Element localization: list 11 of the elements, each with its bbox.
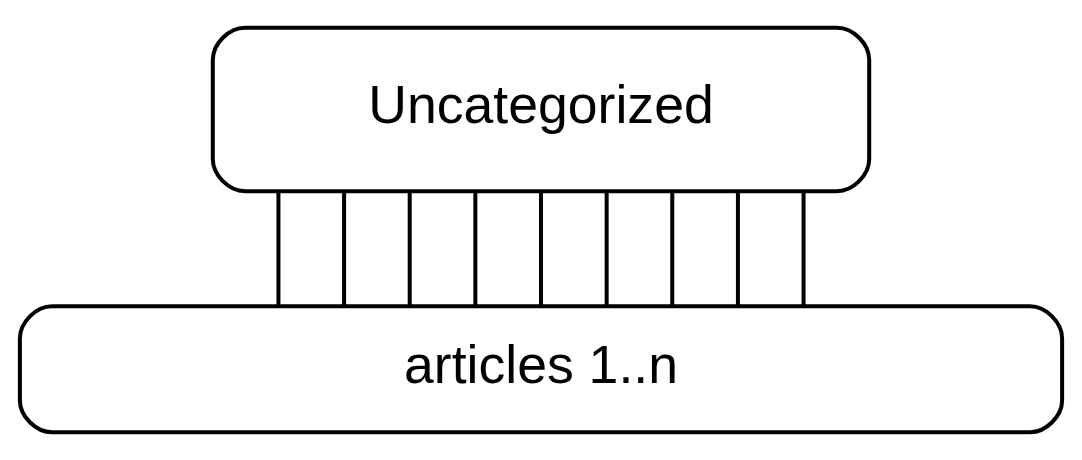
connector — [735, 191, 740, 306]
connector — [407, 191, 412, 306]
connector — [801, 191, 806, 306]
connector — [473, 191, 478, 306]
connector — [539, 191, 543, 306]
connector — [604, 191, 609, 306]
connector — [670, 191, 675, 306]
connector — [342, 191, 347, 306]
node-box: Uncategorized — [210, 25, 872, 194]
node-box: articles 1..n — [17, 304, 1065, 435]
connector — [276, 191, 281, 306]
